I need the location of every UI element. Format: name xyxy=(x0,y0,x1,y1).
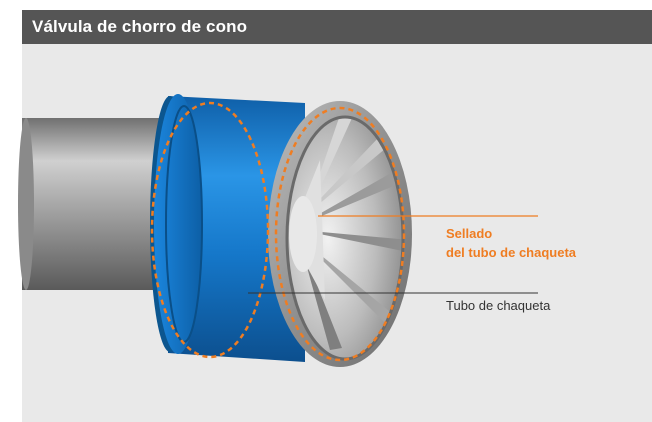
tube-label: Tubo de chaqueta xyxy=(446,298,551,313)
title-bar: Válvula de chorro de cono xyxy=(22,10,652,44)
seal-label-line1: Sellado xyxy=(446,226,493,241)
cone-vanes xyxy=(290,117,403,350)
seal-label: Sellado del tubo de chaqueta xyxy=(446,224,576,262)
page-title: Válvula de chorro de cono xyxy=(32,17,248,36)
seal-outline xyxy=(150,101,406,362)
seal-label-line2: del tubo de chaqueta xyxy=(446,245,577,260)
cone-valve-outlet xyxy=(268,101,412,367)
inlet-pipe xyxy=(18,118,172,290)
